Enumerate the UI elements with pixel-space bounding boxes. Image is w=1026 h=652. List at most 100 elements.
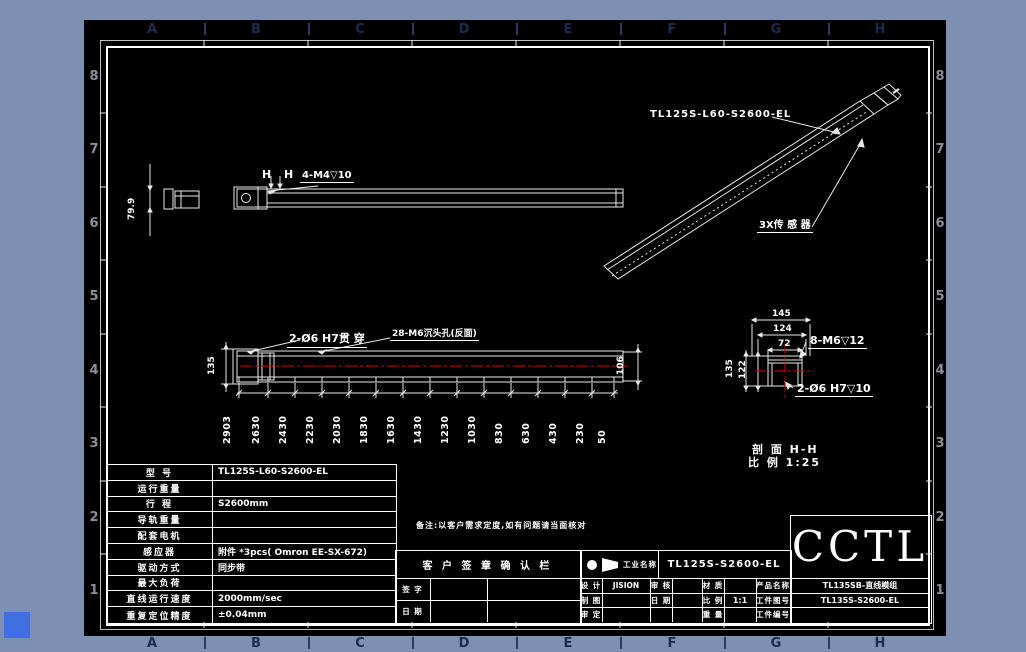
zone-number-left: 1 [89, 583, 99, 598]
zone-letter-top: C [355, 22, 365, 37]
chain-dim-number: 1830 [359, 415, 370, 444]
sign-block [395, 550, 582, 624]
spec-row-label: 配套电机 [107, 528, 213, 543]
product-name-label: 产品名称 [756, 581, 790, 590]
spec-row-value: 2000mm/sec [218, 593, 282, 604]
spec-row-value: S2600mm [218, 498, 269, 509]
zone-tick [412, 637, 414, 649]
zone-number-right: 7 [935, 142, 945, 157]
zone-tick [412, 23, 414, 35]
zone-number-right: 3 [935, 436, 945, 451]
zone-number-right: 4 [935, 363, 945, 378]
zone-letter-top: A [146, 22, 158, 37]
zone-tick [828, 23, 830, 35]
spec-row-value: 同步带 [218, 563, 246, 574]
title-block-line [602, 578, 603, 622]
title-block-line [650, 578, 651, 622]
spec-row-value: ±0.04mm [218, 610, 267, 621]
spec-table-row: 配套电机 [107, 528, 396, 544]
zone-letter-top: B [251, 22, 261, 37]
zone-tick [620, 23, 622, 35]
zone-tick [620, 637, 622, 649]
zone-tick [724, 23, 726, 35]
chain-dim-number: 2430 [278, 415, 289, 444]
sign-block-line [487, 578, 488, 622]
section-mark-h-left: H [262, 168, 272, 181]
spec-row-label: 最大负荷 [107, 575, 213, 591]
dim-72: 72 [778, 339, 791, 349]
hole-callout-28-m6: 28-M6沉头孔(反面) [390, 326, 479, 341]
zone-letter-bottom: D [458, 636, 470, 651]
draft-value [602, 593, 650, 607]
spec-table-row: 重复定位精度±0.04mm [107, 607, 396, 623]
product-name-value: TL135SB-直线模组 [822, 581, 898, 590]
dim-124: 124 [773, 324, 792, 334]
title-block-line [658, 550, 659, 578]
title-block-line [756, 578, 757, 622]
dim-135-plan: 135 [207, 356, 217, 375]
zone-letter-top: D [458, 22, 470, 37]
spec-row-label: 感应器 [107, 544, 213, 559]
spec-table-row: 行 程 S2600mm [107, 496, 396, 513]
dim-106-plan: 106 [616, 356, 626, 375]
chain-dim-number: 230 [575, 422, 586, 444]
spec-table-row: 感应器附件 *3pcs( Omron EE-SX-672) [107, 544, 396, 560]
spec-row-label: 直线运行速度 [107, 591, 213, 607]
zone-number-left: 2 [89, 510, 99, 525]
chain-dim-number: 830 [494, 422, 505, 444]
check-value [672, 578, 702, 593]
iso-part-label: TL125S-L60-S2600-EL [650, 109, 792, 120]
sign-block-line [430, 578, 431, 622]
spec-table-row: 直线运行速度 2000mm/sec [107, 591, 396, 608]
sign-row-label: 签 字 [402, 584, 423, 594]
chain-dim-number: 2230 [305, 415, 316, 444]
spec-row-label: 导轨重量 [107, 512, 213, 528]
zone-number-right: 8 [935, 69, 945, 84]
spec-row-label: 驱动方式 [107, 559, 213, 575]
chain-dim-number: 1030 [467, 415, 478, 444]
spec-row-label: 行 程 [107, 496, 213, 512]
notes-text: 备注:以客户需求定度,如有问题请当面核对 [416, 521, 587, 530]
title-block-line [724, 578, 725, 622]
zone-number-left: 4 [89, 363, 99, 378]
zone-tick [516, 23, 518, 35]
chain-dim-number: 2630 [251, 415, 262, 444]
company-block [790, 515, 932, 624]
sign-block-title: 客 户 签 章 确 认 栏 [422, 560, 553, 572]
zone-letter-bottom: A [146, 636, 158, 651]
weight-label: 重 量 [702, 610, 724, 619]
date-label: 日 期 [650, 595, 672, 605]
chain-dim-number: 50 [597, 429, 608, 444]
approve-label: 审 定 [580, 610, 602, 619]
zone-number-left: 8 [89, 69, 99, 84]
title-block [580, 550, 792, 624]
material-value [724, 578, 756, 593]
spec-table-row: 驱动方式同步带 [107, 559, 396, 576]
chain-dim-number: 2903 [222, 415, 233, 444]
zone-letter-top: F [667, 22, 677, 37]
callout-8-m6: 8-M6▽12 [808, 334, 867, 349]
dim-145: 145 [772, 309, 791, 319]
title-block-line [580, 593, 930, 594]
date-row-label: 日 期 [402, 606, 423, 616]
scale-label: 比 例 [702, 595, 724, 605]
projection-label: 工业名称 [623, 559, 657, 569]
title-block-line [702, 578, 703, 622]
spec-row-value [213, 528, 396, 543]
spec-row-label: 型 号 [107, 465, 213, 480]
hole-callout-2-d6: 2-Ø6 H7贯 穿 [287, 330, 367, 348]
chain-dim-number: 1630 [386, 415, 397, 444]
chain-dim-number: 430 [548, 422, 559, 444]
corner-blue-button[interactable] [4, 612, 30, 638]
date-value [672, 593, 702, 607]
spec-table-row: 运行重量 [107, 480, 396, 497]
chain-dim-number: 1230 [440, 415, 451, 444]
zone-letter-bottom: G [770, 636, 782, 651]
company-logo: CCTL [791, 521, 929, 571]
zone-number-left: 3 [89, 436, 99, 451]
spec-table-row: 最大负荷 [107, 575, 396, 592]
zone-letter-bottom: F [667, 636, 677, 651]
